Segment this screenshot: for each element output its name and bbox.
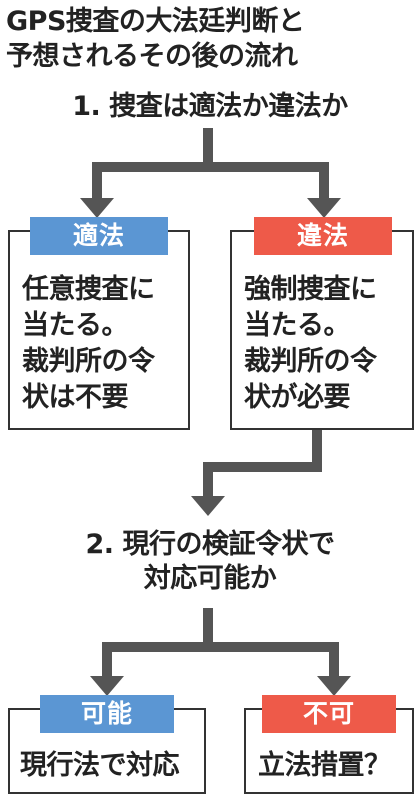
arrowhead-left-1 [80,198,114,218]
illegal-box [230,230,414,430]
illegal-line-1: 強制捜査に [244,274,377,305]
legal-box [8,230,190,430]
connector-left-1 [92,162,102,200]
legal-line-2: 当たる。 [22,310,129,341]
possible-tag: 可能 [40,695,174,733]
title-line-2: 予想されるその後の流れ [6,41,298,72]
connector-split-2 [102,642,339,652]
legal-line-4: 状は不要 [22,382,129,413]
arrowhead-left-2 [90,676,124,696]
legal-line-1: 任意捜査に [22,274,155,305]
connector-step2-in [203,462,213,498]
arrowhead-right-1 [307,198,341,218]
connector-illegal-down [312,430,322,470]
illegal-tag: 違法 [254,217,392,255]
impossible-tag: 不可 [262,695,396,733]
legal-line-3: 裁判所の令 [22,346,155,377]
legal-description: 任意捜査に 当たる。 裁判所の令 状は不要 [22,272,187,416]
illegal-line-2: 当たる。 [244,310,351,341]
step2-line-1: 2. 現行の検証令状で [85,529,335,560]
connector-step2-down [203,608,213,648]
connector-right-2 [329,642,339,678]
connector-right-1 [319,162,329,200]
arrowhead-right-2 [317,676,351,696]
diagram-title: GPS捜査の大法廷判断と 予想されるその後の流れ [6,4,416,74]
impossible-description: 立法措置？ [258,750,391,781]
arrowhead-step2 [191,496,225,516]
connector-left-2 [102,642,112,678]
connector-step1-down [203,128,213,168]
illegal-line-3: 裁判所の令 [244,346,377,377]
possible-description: 現行法で対応 [20,750,180,781]
step2-question: 2. 現行の検証令状で 対応可能か [40,528,380,596]
step1-question: 1. 捜査は適法か違法か [72,91,348,122]
connector-split-1 [92,162,329,172]
legal-tag: 適法 [30,217,168,255]
illegal-description: 強制捜査に 当たる。 裁判所の令 状が必要 [244,272,409,416]
connector-horizontal-2 [203,462,322,472]
illegal-line-4: 状が必要 [244,382,351,413]
title-line-1: GPS捜査の大法廷判断と [6,6,305,37]
step2-line-2: 対応可能か [143,563,277,594]
